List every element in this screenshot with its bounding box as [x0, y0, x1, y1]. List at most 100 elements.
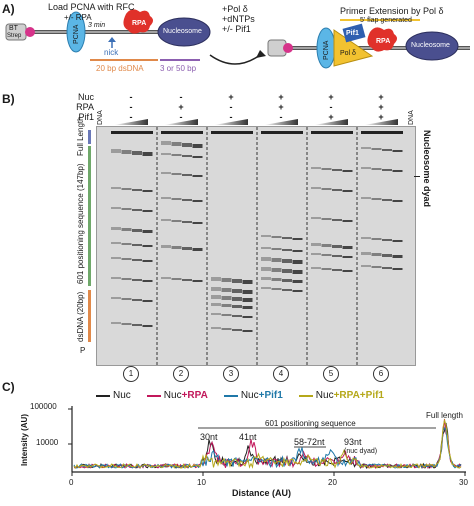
- gel-band: [311, 187, 321, 189]
- trace-series-3: [73, 427, 462, 469]
- gel-band: [282, 279, 292, 282]
- condition-nuc-6: +: [378, 92, 384, 102]
- titration-wedge-6: [364, 119, 398, 125]
- gel-band: [111, 322, 121, 324]
- gel-band: [182, 199, 192, 201]
- full-length-band: [361, 131, 403, 134]
- titration-wedge-4: [264, 119, 298, 125]
- gel-band: [371, 266, 382, 268]
- annotation-93nt: 93nt: [344, 437, 362, 447]
- dntps-condition: +dNTPs: [222, 14, 255, 24]
- gel-band: [221, 304, 232, 307]
- gel-band: [171, 142, 182, 146]
- gel-band: [371, 238, 382, 240]
- gel-band: [111, 227, 121, 230]
- gel-band: [161, 153, 171, 155]
- gel-band: [142, 152, 153, 156]
- gel-band: [342, 256, 353, 258]
- gel-band: [282, 269, 292, 273]
- condition-pif1-2: -: [179, 112, 183, 122]
- trace-series-1: [73, 422, 462, 470]
- legend-item-1: Nuc: [96, 390, 131, 401]
- lane-number-3: 3: [223, 366, 239, 382]
- gel-band: [371, 198, 382, 200]
- gel-band: [171, 173, 182, 175]
- annotation-positioning: 601 positioning sequence: [265, 419, 356, 428]
- dyad-tick: [414, 176, 420, 177]
- gel-band: [261, 287, 271, 289]
- gel-band: [261, 235, 271, 237]
- lane-number-1: 1: [123, 366, 139, 382]
- legend-label: Nuc: [315, 390, 334, 401]
- gel-band: [242, 316, 253, 318]
- legend-label: Nuc: [113, 390, 131, 401]
- condition-row-labels: Nuc RPA Pif1: [64, 92, 94, 122]
- gel-band: [261, 257, 271, 261]
- gel-band: [232, 329, 242, 331]
- gel-band: [142, 245, 153, 247]
- primer-extension-title: Primer Extension by Pol δ: [340, 6, 444, 16]
- condition-pif1-4: -: [279, 112, 283, 122]
- gel-band: [242, 298, 253, 302]
- gel-band: [382, 254, 392, 257]
- gel-band: [342, 190, 353, 192]
- titration-wedge-1: [114, 119, 148, 125]
- flap-label: 5' flap generated: [360, 17, 412, 24]
- gel-band: [311, 217, 321, 219]
- gel-band: [282, 259, 292, 263]
- gel-band: [121, 150, 132, 154]
- gel-band: [271, 288, 282, 290]
- annotation-41nt: 41nt: [239, 432, 257, 442]
- gel-band: [182, 174, 192, 176]
- trace-series-2: [73, 418, 462, 470]
- titration-wedge-3: [214, 119, 248, 125]
- reaction-conditions: +Pol δ +dNTPs +/- Pif1: [222, 4, 255, 34]
- gel-band: [311, 243, 321, 246]
- full-length-band: [111, 131, 153, 134]
- gel-band: [261, 277, 271, 280]
- gel-band: [182, 221, 192, 223]
- gel-band: [292, 290, 303, 292]
- trace-series-4: [73, 418, 462, 470]
- pol-delta-label: Pol δ: [340, 50, 356, 57]
- lane-number-5: 5: [323, 366, 339, 382]
- gel-band: [261, 247, 271, 249]
- ytick-100000: 100000: [30, 402, 57, 411]
- gel-band: [211, 277, 221, 281]
- gel-band: [182, 155, 192, 157]
- legend-swatch: [146, 394, 161, 397]
- gel-band: [392, 255, 403, 258]
- legend-swatch: [96, 394, 110, 397]
- gel-band: [321, 218, 332, 220]
- gel-image: [96, 126, 416, 366]
- rpa-blob-right: [367, 27, 397, 52]
- gel-band: [161, 277, 171, 279]
- legend-swatch: [223, 394, 238, 397]
- nick-label: nick: [104, 48, 119, 57]
- gel-band: [142, 210, 153, 212]
- gel-band: [292, 250, 303, 252]
- gel-band: [332, 269, 342, 271]
- nucleosome-label-right: Nucleosome: [411, 42, 450, 49]
- gel-band: [211, 313, 221, 315]
- gel-band: [271, 248, 282, 250]
- gel-band: [192, 156, 203, 158]
- titration-wedge-2: [164, 119, 198, 125]
- legend-suffix: +Pif1: [258, 390, 283, 401]
- lane-number-4: 4: [273, 366, 289, 382]
- gel-band: [321, 244, 332, 247]
- gel-band: [182, 143, 192, 147]
- gel-band: [142, 230, 153, 233]
- gel-band: [211, 295, 221, 299]
- gel-band: [221, 288, 232, 292]
- gel-band: [161, 219, 171, 221]
- gel-band: [321, 188, 332, 190]
- gel-band: [132, 299, 142, 301]
- gel-band: [132, 151, 142, 155]
- legend-item-2: Nuc+RPA: [146, 390, 208, 401]
- nucleosome-label-left: Nucleosome: [163, 28, 202, 35]
- annotation-30nt: 30nt: [200, 432, 218, 442]
- gel-band: [132, 209, 142, 211]
- gel-band: [121, 243, 132, 245]
- gel-band: [382, 169, 392, 171]
